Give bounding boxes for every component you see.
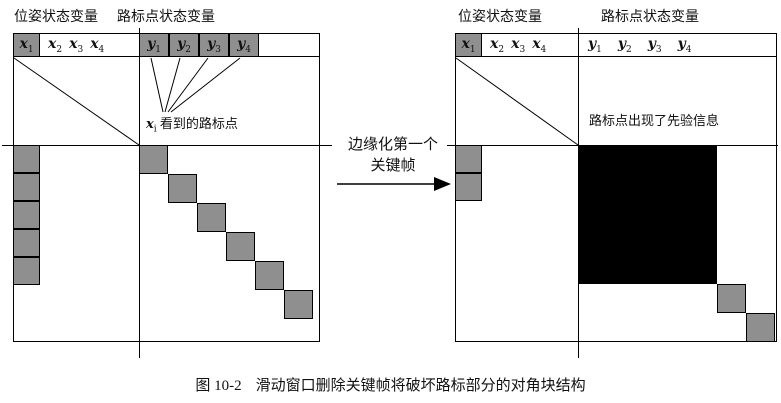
left-y2-header-cell: y2 xyxy=(169,33,199,57)
right-dense-prior-block xyxy=(578,145,717,284)
right-pose-state-label: 位姿状态变量 xyxy=(458,10,542,25)
left-x1-label: x1 xyxy=(19,35,34,55)
right-matrix-header-row xyxy=(455,33,777,57)
left-y3-header-cell: y3 xyxy=(199,33,229,57)
right-x3-label: x3 xyxy=(511,36,526,55)
right-diag-block-1 xyxy=(717,284,746,313)
right-x-header-labels: x2 x3 x4 xyxy=(490,36,546,55)
left-vertical-axis-line xyxy=(139,28,140,358)
right-y3-label: y3 xyxy=(647,36,662,55)
left-x2-label: x2 xyxy=(48,36,63,55)
figure-caption-number: 图 10-2 xyxy=(195,378,242,394)
left-col-cell-5 xyxy=(13,257,40,285)
left-y1-header-cell: y1 xyxy=(139,33,169,57)
left-diag-block-6 xyxy=(284,290,313,319)
right-col-cell-2 xyxy=(455,173,482,201)
left-pose-state-label: 位姿状态变量 xyxy=(14,10,98,25)
left-col-cell-4 xyxy=(13,229,40,257)
left-diag-block-2 xyxy=(168,174,197,203)
right-col-cell-1 xyxy=(455,145,482,173)
left-y3-label: y3 xyxy=(207,35,221,55)
right-x4-label: x4 xyxy=(532,36,547,55)
left-x4-label: x4 xyxy=(90,36,105,55)
left-y2-label: y2 xyxy=(177,35,191,55)
transition-label-line2: 关键帧 xyxy=(370,158,416,174)
left-col-cell-2 xyxy=(13,173,40,201)
left-x3-label: x3 xyxy=(69,36,84,55)
left-col-cell-3 xyxy=(13,201,40,229)
right-diag-block-2 xyxy=(746,313,775,342)
left-diag-block-3 xyxy=(197,203,226,232)
right-x2-label: x2 xyxy=(490,36,505,55)
left-landmark-state-label: 路标点状态变量 xyxy=(117,10,215,25)
figure-caption: 图 10-2 滑动窗口删除关键帧将破坏路标部分的对角块结构 xyxy=(0,374,781,395)
right-x1-header-cell: x1 xyxy=(455,33,482,57)
right-y1-label: y1 xyxy=(588,36,602,55)
right-y4-label: y4 xyxy=(677,36,692,55)
left-x1-header-cell: x1 xyxy=(13,33,40,57)
transition-label: 边缘化第一个 关键帧 xyxy=(335,135,451,177)
figure-caption-text: 滑动窗口删除关键帧将破坏路标部分的对角块结构 xyxy=(255,378,586,394)
right-landmark-state-label: 路标点状态变量 xyxy=(601,10,699,25)
left-col-cell-1 xyxy=(13,145,40,173)
transition-label-line1: 边缘化第一个 xyxy=(347,137,438,153)
arrow-right-icon xyxy=(337,177,451,191)
left-annotation: xi 看到的路标点 xyxy=(146,113,238,135)
left-diag-block-1 xyxy=(139,145,168,174)
right-y2-label: y2 xyxy=(617,36,632,55)
left-y4-header-cell: y4 xyxy=(229,33,259,57)
right-x1-label: x1 xyxy=(461,35,476,55)
left-matrix-outline xyxy=(13,33,320,342)
right-annotation: 路标点出现了先验信息 xyxy=(589,113,720,128)
left-y1-label: y1 xyxy=(147,35,161,55)
left-x-header-labels: x2 x3 x4 xyxy=(48,36,104,55)
left-annotation-text: 看到的路标点 xyxy=(156,116,238,131)
left-diag-block-5 xyxy=(255,261,284,290)
left-annotation-var: xi xyxy=(146,117,157,135)
left-diag-block-4 xyxy=(226,232,255,261)
right-y-header-labels: y1 y2 y3 y4 xyxy=(588,36,692,55)
left-y4-label: y4 xyxy=(237,35,251,55)
